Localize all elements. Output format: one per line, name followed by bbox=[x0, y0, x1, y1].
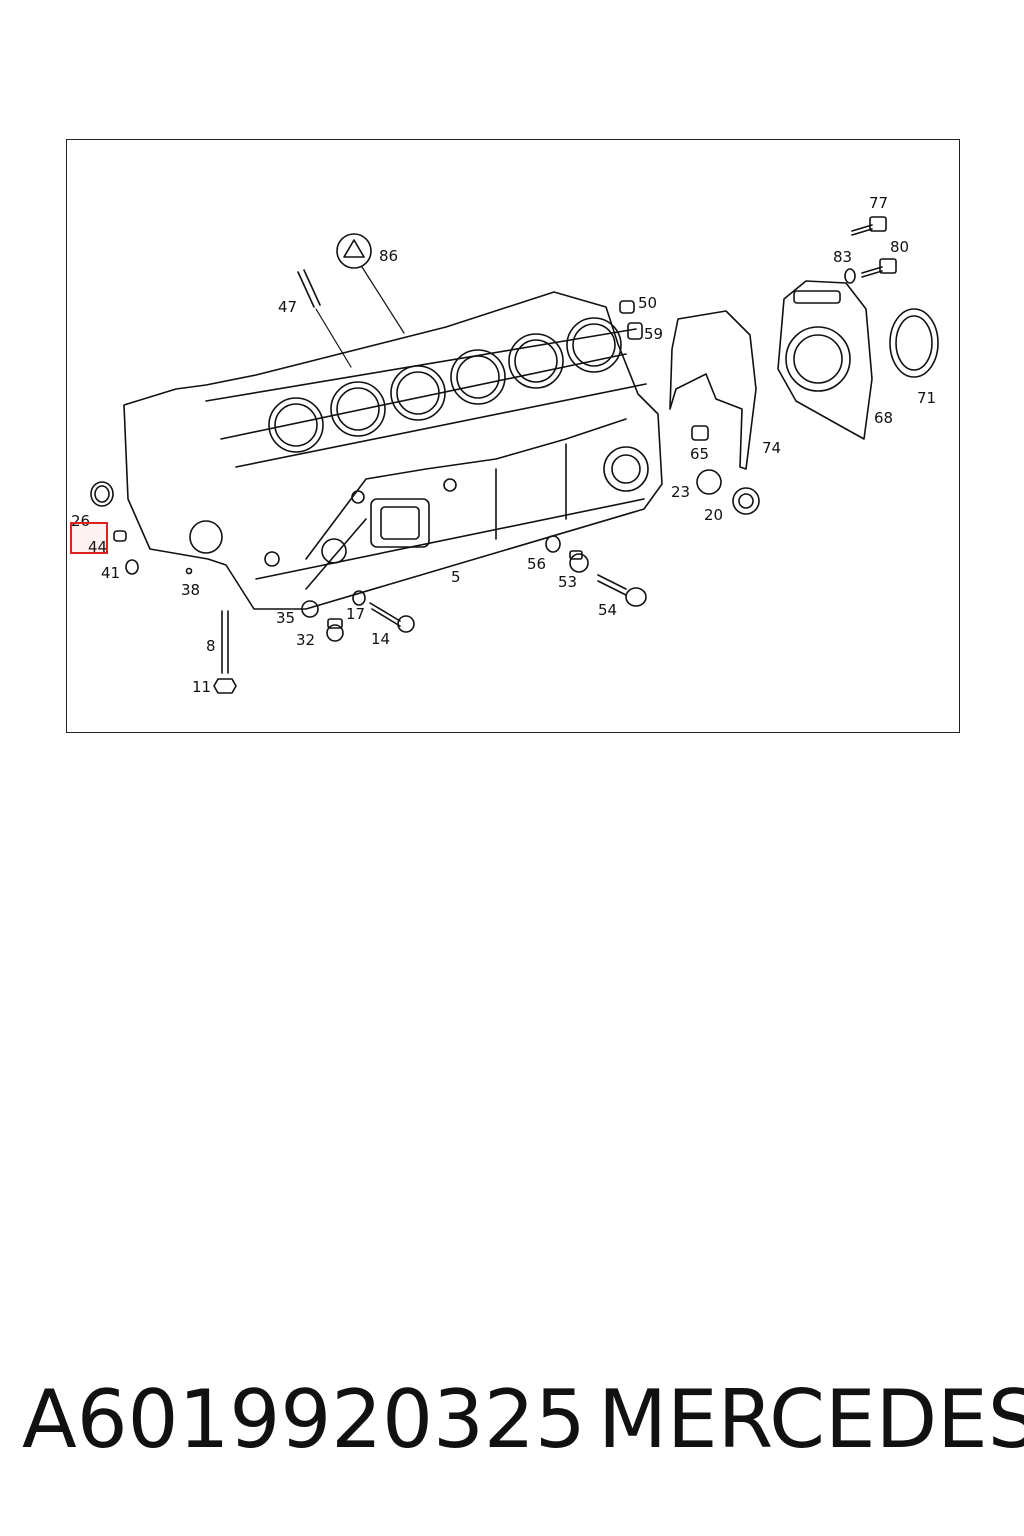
plug-20 bbox=[732, 487, 760, 515]
ball-38 bbox=[185, 567, 193, 575]
sensor-54 bbox=[597, 574, 647, 607]
callout-83: 83 bbox=[833, 248, 852, 266]
callout-44: 44 bbox=[88, 538, 107, 556]
callout-56: 56 bbox=[527, 555, 546, 573]
callout-53: 53 bbox=[558, 573, 577, 591]
plug-32 bbox=[326, 618, 344, 642]
callout-17: 17 bbox=[346, 605, 365, 623]
part-number: A6019920325 bbox=[22, 1373, 586, 1466]
o-ring-23 bbox=[696, 469, 722, 495]
washer-41 bbox=[125, 559, 139, 575]
callout-68: 68 bbox=[874, 409, 893, 427]
gasket-74 bbox=[669, 310, 757, 470]
bolt-77 bbox=[851, 216, 887, 236]
stud-47 bbox=[297, 269, 352, 368]
washer-35 bbox=[301, 600, 319, 618]
callout-86: 86 bbox=[379, 247, 398, 265]
seal-26 bbox=[90, 481, 114, 507]
bolt-80 bbox=[861, 258, 897, 278]
highlight-box bbox=[70, 522, 108, 554]
dowel-50 bbox=[619, 300, 635, 314]
rear-cover-68 bbox=[777, 280, 873, 440]
callout-35: 35 bbox=[276, 609, 295, 627]
callout-77: 77 bbox=[869, 194, 888, 212]
callout-47: 47 bbox=[278, 298, 297, 316]
callout-labels: 5 8 11 14 17 20 23 26 32 35 38 41 44 47 … bbox=[71, 194, 936, 696]
callout-32: 32 bbox=[296, 631, 315, 649]
callout-54: 54 bbox=[598, 601, 617, 619]
callout-80: 80 bbox=[890, 238, 909, 256]
callout-14: 14 bbox=[371, 630, 390, 648]
cylinder-block bbox=[123, 291, 663, 610]
engine-block-exploded-diagram: 5 8 11 14 17 20 23 26 32 35 38 41 44 47 … bbox=[70, 194, 939, 696]
part-86-cap bbox=[336, 233, 405, 334]
callout-41: 41 bbox=[101, 564, 120, 582]
callout-59: 59 bbox=[644, 325, 663, 343]
washer-83 bbox=[844, 268, 856, 284]
callout-20: 20 bbox=[704, 506, 723, 524]
callout-11: 11 bbox=[192, 678, 211, 696]
callout-74: 74 bbox=[762, 439, 781, 457]
callout-38: 38 bbox=[181, 581, 200, 599]
callout-23: 23 bbox=[671, 483, 690, 501]
callout-65: 65 bbox=[690, 445, 709, 463]
callout-26: 26 bbox=[71, 512, 90, 530]
plug-53 bbox=[569, 550, 589, 573]
brand-name: MERCEDES bbox=[598, 1373, 1024, 1466]
dowel-59 bbox=[627, 322, 643, 340]
plug-56 bbox=[545, 535, 561, 553]
footer: A6019920325 MERCEDES bbox=[0, 1372, 1024, 1472]
stud-8 bbox=[221, 610, 229, 674]
dowel-44 bbox=[113, 530, 127, 542]
callout-50: 50 bbox=[638, 294, 657, 312]
diagram-frame bbox=[66, 139, 960, 733]
callout-8: 8 bbox=[206, 637, 216, 655]
callout-71: 71 bbox=[917, 389, 936, 407]
bolt-14 bbox=[369, 602, 415, 633]
nut-11 bbox=[213, 678, 237, 694]
washer-17 bbox=[352, 590, 366, 606]
plug-65 bbox=[691, 425, 709, 441]
callout-5: 5 bbox=[451, 568, 461, 586]
seal-71 bbox=[889, 308, 939, 378]
